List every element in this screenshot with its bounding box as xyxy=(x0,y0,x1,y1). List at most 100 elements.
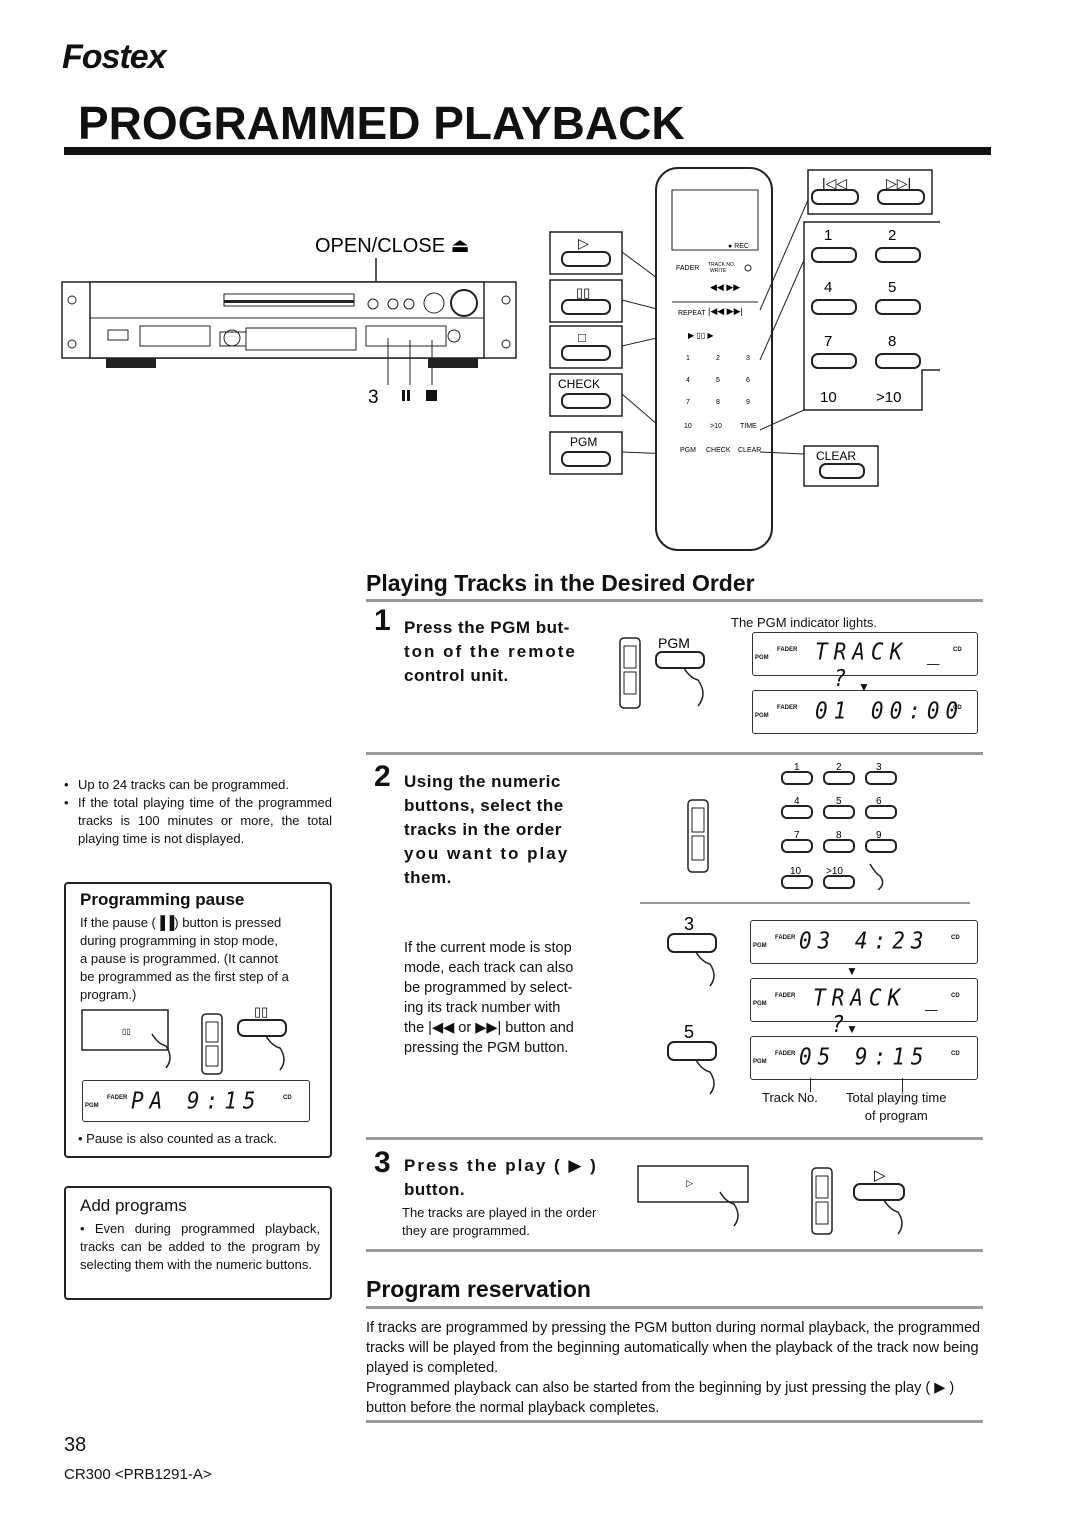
arrow-down-icon: ▼ xyxy=(846,964,858,978)
svg-text:WRITE: WRITE xyxy=(710,268,727,274)
label-total-time: Total playing time of program xyxy=(846,1090,947,1123)
add-programs-box: Add programs • Even during programmed pl… xyxy=(64,1186,332,1300)
section-rule xyxy=(366,599,983,602)
lcd-track-display-2: FADER PGM CD TRACK _ _? xyxy=(750,978,978,1037)
svg-text:▷▷|: ▷▷| xyxy=(886,175,911,191)
svg-text:3: 3 xyxy=(876,762,882,773)
step-1-illustration: PGM xyxy=(619,635,705,709)
svg-text:◀◀ ▶▶: ◀◀ ▶▶ xyxy=(710,282,740,292)
remote-control: ● REC FADER TRACK NO. WRITE ◀◀ ▶▶ REPEAT… xyxy=(655,167,773,551)
device-figure: OPEN/CLOSE ⏏ 3 ▷ ▯▯ xyxy=(61,167,940,551)
zoom-clear-label: CLEAR xyxy=(816,449,856,463)
pause-note: • Pause is also counted as a track. xyxy=(78,1131,277,1146)
svg-text:PGM: PGM xyxy=(680,447,696,454)
reservation-text: If tracks are programmed by pressing the… xyxy=(366,1320,981,1416)
page-title: PROGRAMMED PLAYBACK xyxy=(78,97,685,149)
svg-text:2: 2 xyxy=(716,355,720,362)
step-rule xyxy=(366,1137,983,1140)
programming-pause-text: If the pause (▐▐) button is pressed duri… xyxy=(80,915,289,1002)
step-2-paragraph: If the current mode is stop mode, each t… xyxy=(404,940,574,1056)
svg-text:PGM: PGM xyxy=(570,435,597,449)
add-programs-text: • Even during programmed playback, track… xyxy=(80,1221,320,1272)
callout-line xyxy=(810,1078,811,1092)
lcd-track-display: FADER PGM CD TRACK _ _? xyxy=(752,632,978,691)
svg-text:4: 4 xyxy=(824,279,832,296)
section-heading-reservation: Program reservation xyxy=(366,1276,591,1302)
lcd-03-display: FADER PGM CD 03 4:23 xyxy=(750,920,978,964)
svg-text:CHECK: CHECK xyxy=(558,377,600,391)
svg-text:● REC: ● REC xyxy=(728,243,749,250)
svg-text:10: 10 xyxy=(684,423,692,430)
arrow-down-icon: ▼ xyxy=(846,1022,858,1036)
svg-text:5: 5 xyxy=(716,377,720,384)
svg-text:8: 8 xyxy=(716,399,720,406)
open-close-label: OPEN/CLOSE ⏏ xyxy=(315,235,470,257)
step-3-note: The tracks are played in the order they … xyxy=(402,1205,597,1238)
svg-text:▷: ▷ xyxy=(686,1178,693,1188)
step-2-number: 2 xyxy=(374,760,391,793)
model-code: CR300 <PRB1291-A> xyxy=(64,1466,212,1483)
svg-text:CHECK: CHECK xyxy=(706,447,731,454)
svg-text:REPEAT: REPEAT xyxy=(678,310,706,317)
cd-deck xyxy=(61,281,517,368)
step-3-illustration: ▷ ▷ xyxy=(637,1165,905,1235)
svg-text:□: □ xyxy=(578,330,586,345)
svg-text:PGM: PGM xyxy=(658,635,690,651)
svg-text:6: 6 xyxy=(746,377,750,384)
svg-text:6: 6 xyxy=(876,796,882,807)
svg-text:7: 7 xyxy=(824,333,832,350)
svg-text:>10: >10 xyxy=(826,866,843,877)
svg-text:1: 1 xyxy=(824,227,832,244)
notes-list: Up to 24 tracks can be programmed. If th… xyxy=(64,776,332,848)
callout-line xyxy=(902,1078,903,1092)
programming-pause-box: Programming pause If the pause (▐▐) butt… xyxy=(64,882,332,1158)
step-1-number: 1 xyxy=(374,604,391,637)
pause-illustration: ▯▯ ▯▯ xyxy=(81,1004,287,1075)
svg-text:7: 7 xyxy=(686,399,690,406)
svg-text:3: 3 xyxy=(684,914,694,934)
svg-text:8: 8 xyxy=(836,830,842,841)
page-number: 38 xyxy=(64,1434,87,1456)
programming-pause-heading: Programming pause xyxy=(80,890,245,909)
svg-text:5: 5 xyxy=(836,796,842,807)
svg-text:TIME: TIME xyxy=(740,423,757,430)
svg-text:2: 2 xyxy=(888,227,896,244)
svg-text:9: 9 xyxy=(876,830,882,841)
step-rule xyxy=(366,752,983,755)
svg-text:>10: >10 xyxy=(710,423,722,430)
section-heading-playing: Playing Tracks in the Desired Order xyxy=(366,570,755,596)
lcd-05-display: FADER PGM CD 05 9:15 xyxy=(750,1036,978,1080)
section-rule xyxy=(366,1306,983,1309)
step-2-divider xyxy=(640,902,970,904)
svg-text:TRACK NO.: TRACK NO. xyxy=(708,262,735,268)
step-1-text: Press the PGM but- ton of the remote con… xyxy=(404,618,577,685)
svg-text:10: 10 xyxy=(790,866,802,877)
step-2-text: Using the numeric buttons, select the tr… xyxy=(404,772,570,887)
lcd-track-01-display: FADER PGM CD 01 00:00 xyxy=(752,690,978,734)
svg-text:CLEAR: CLEAR xyxy=(738,447,761,454)
svg-text:|◁◁: |◁◁ xyxy=(822,175,847,191)
section-rule xyxy=(366,1420,983,1423)
front-callout-3: 3 xyxy=(368,387,379,408)
svg-text:FADER: FADER xyxy=(676,265,699,272)
svg-text:8: 8 xyxy=(888,333,896,350)
note-item: Up to 24 tracks can be programmed. xyxy=(64,776,332,794)
svg-text:9: 9 xyxy=(746,399,750,406)
title-rule xyxy=(64,147,991,155)
svg-text:7: 7 xyxy=(794,830,800,841)
svg-text:3: 3 xyxy=(746,355,750,362)
svg-text:▯▯: ▯▯ xyxy=(576,285,590,300)
step-1-caption: The PGM indicator lights. xyxy=(731,615,877,630)
svg-text:5: 5 xyxy=(684,1022,694,1042)
svg-text:1: 1 xyxy=(794,762,800,773)
svg-text:|◀◀ ▶▶|: |◀◀ ▶▶| xyxy=(708,306,743,316)
svg-text:▷: ▷ xyxy=(578,235,589,251)
svg-text:5: 5 xyxy=(888,279,896,296)
svg-text:1: 1 xyxy=(686,355,690,362)
svg-text:4: 4 xyxy=(686,377,690,384)
svg-text:10: 10 xyxy=(820,389,837,406)
arrow-down-icon: ▼ xyxy=(858,680,870,694)
step-2-buttons-3-5: 3 5 xyxy=(667,914,717,1095)
svg-text:▯▯: ▯▯ xyxy=(122,1027,131,1036)
